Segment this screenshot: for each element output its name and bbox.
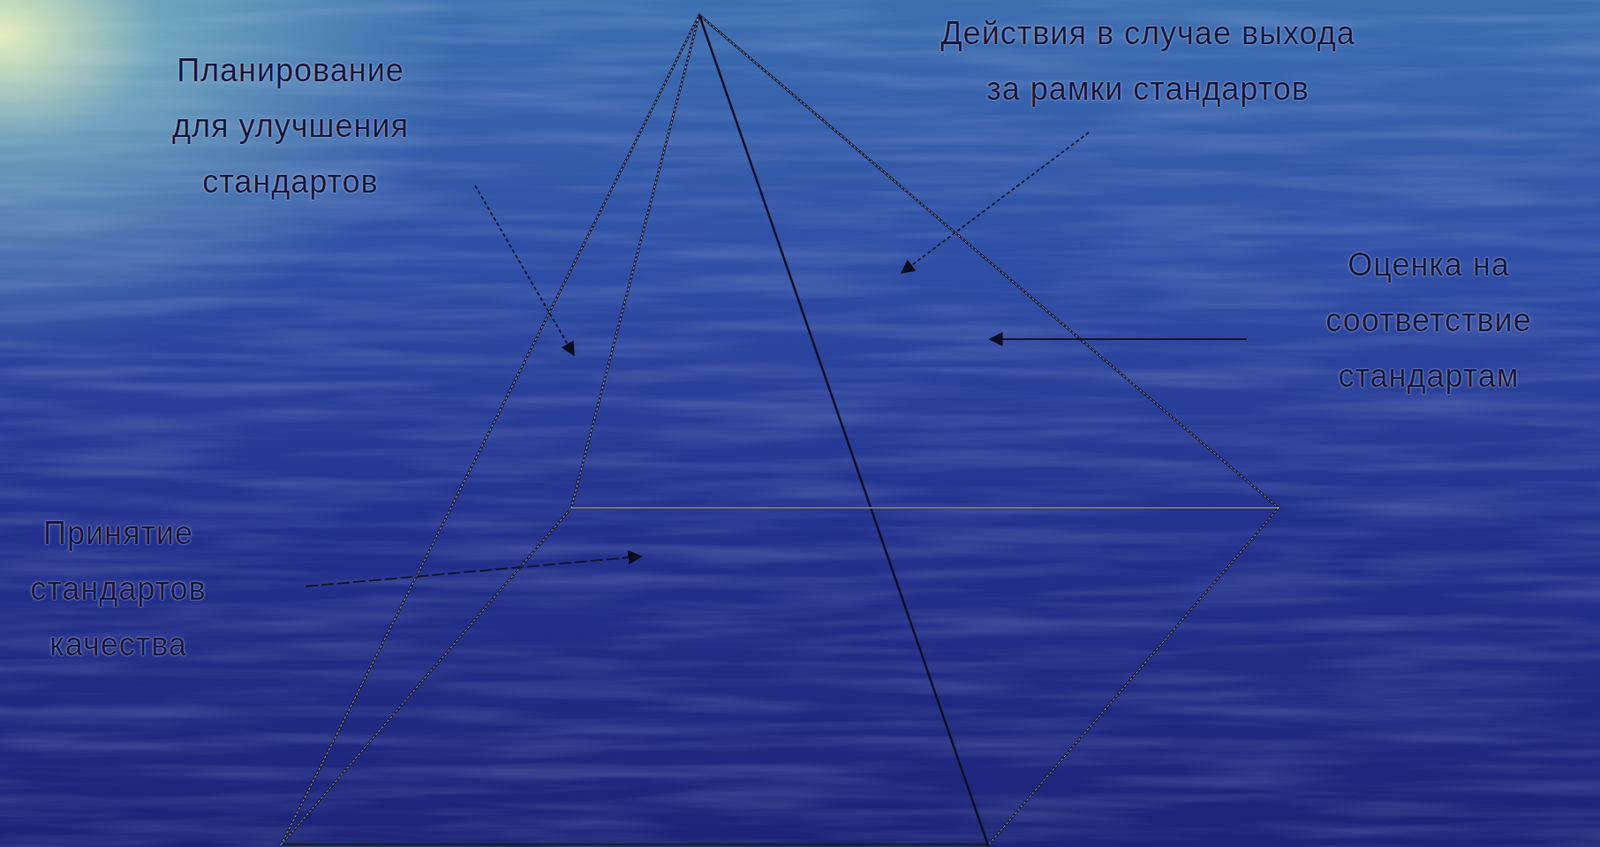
callout-label: Оценка на соответствие стандартам <box>1287 236 1570 404</box>
leader-arrows <box>305 132 1247 587</box>
callout-label: Принятие стандартов качества <box>16 505 220 672</box>
pyramid-edges <box>280 15 1279 846</box>
callout-label: Действия в случае выхода за рамки станда… <box>927 5 1369 117</box>
leader-line <box>305 556 642 587</box>
callout-label: Планирование для улучшения стандартов <box>158 42 423 210</box>
leader-line <box>989 338 1247 340</box>
leader-line <box>475 185 574 355</box>
leader-line <box>901 132 1089 273</box>
